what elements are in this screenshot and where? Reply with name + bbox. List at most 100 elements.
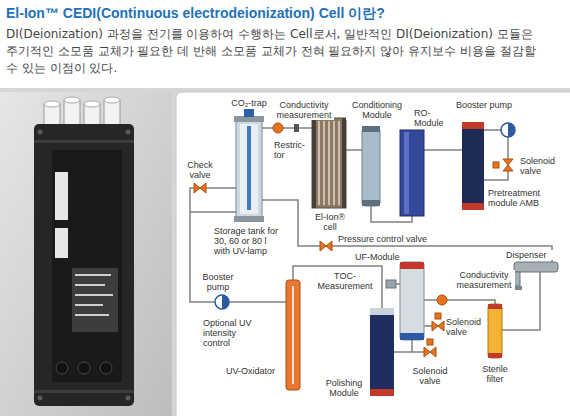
pipe — [293, 266, 382, 308]
cell-plate — [318, 121, 320, 205]
diagram-panel — [176, 92, 570, 416]
page-title: El-Ion™ CEDI(Continuous electrodeionizat… — [6, 5, 385, 23]
fitting — [64, 100, 80, 128]
plate-line — [75, 274, 111, 276]
part-label: Storage tank for 30, 60 or 80 l with UV-… — [214, 226, 284, 256]
restrictor-symbol — [294, 124, 299, 132]
pipe — [346, 149, 362, 151]
fitting-top — [44, 101, 60, 107]
part-label: Pretreatment module AMB — [488, 188, 552, 208]
part-label: UF-Module — [355, 252, 400, 262]
filter-cap — [488, 353, 502, 358]
module-cap — [362, 126, 380, 132]
pipe — [424, 149, 462, 151]
pump-symbol-fill — [222, 295, 229, 309]
port-knob — [78, 362, 90, 374]
part-label: Polishing Module — [320, 378, 368, 398]
dispenser-body — [514, 262, 558, 272]
solenoid-valve-symbol — [503, 159, 513, 171]
pretreatment-module — [462, 122, 484, 210]
part-label: Booster pump — [456, 100, 526, 110]
ro-module — [400, 130, 424, 216]
pressure-valve-symbol — [320, 241, 332, 251]
pump-symbol — [501, 123, 515, 137]
part-label: Check valve — [178, 160, 222, 180]
cell-plate — [323, 121, 325, 205]
module-band — [462, 203, 484, 210]
module-band — [400, 262, 424, 269]
storage-tank — [236, 118, 262, 220]
cell-plate — [328, 121, 330, 205]
pipe — [396, 283, 400, 285]
uf-module — [400, 262, 424, 340]
end-plate — [342, 118, 346, 208]
body-rib — [34, 140, 134, 143]
pipe — [412, 351, 424, 353]
module-cap — [370, 308, 394, 315]
fitting-top — [84, 101, 100, 107]
plate-line — [75, 294, 113, 296]
part-label: El-Ion® cell — [310, 212, 350, 232]
pump-symbol — [215, 295, 229, 309]
part-label: Solenoid valve — [410, 366, 450, 386]
uv-lamp — [292, 286, 294, 384]
plate-line — [75, 304, 103, 306]
pipe — [206, 187, 236, 189]
fitting — [104, 100, 120, 128]
plate-line — [75, 314, 109, 316]
part-label: Optional UV intensity control — [203, 318, 259, 348]
solenoid-valve-symbol — [424, 347, 436, 357]
part-label: CO₂-trap — [226, 98, 272, 108]
part-label: Pressure control valve — [338, 234, 438, 244]
filter-cap — [488, 304, 502, 309]
conductivity-sensor — [273, 123, 283, 133]
part-label: Restric-tor — [274, 140, 310, 160]
part-label: Solenoid valve — [520, 156, 560, 176]
bolt — [126, 396, 131, 401]
polishing-module — [370, 308, 394, 396]
pipe — [507, 137, 509, 159]
module-cap — [362, 200, 380, 206]
sterile-filter — [488, 304, 502, 358]
check-valve-symbol — [194, 183, 206, 193]
bolt — [126, 130, 131, 135]
pipe — [262, 127, 273, 129]
uv-lamp — [247, 126, 251, 210]
pipe — [484, 171, 508, 180]
module-band — [370, 389, 394, 396]
plate-line — [75, 284, 105, 286]
part-label: Conductivity measurement — [274, 100, 334, 120]
conditioning-module — [362, 128, 380, 206]
uv-oxidator — [286, 280, 300, 390]
tank-glass — [240, 124, 258, 214]
co2-trap — [244, 109, 254, 117]
type-plate — [72, 268, 118, 332]
front-plate — [52, 150, 122, 382]
pipe — [229, 301, 286, 303]
fitting-top — [64, 97, 80, 103]
part-label: TOC-Measurement — [314, 271, 376, 291]
fitting-top — [104, 97, 120, 103]
valve-actuator — [493, 162, 499, 168]
module-band — [400, 333, 424, 340]
conductivity-sensor — [437, 295, 447, 305]
bolt — [38, 396, 43, 401]
solenoid-valve-symbol — [432, 321, 444, 331]
photo-ground — [0, 92, 172, 416]
pump-symbol-fill — [508, 123, 515, 137]
cell-body — [34, 124, 134, 406]
part-label: Sterile filter — [475, 364, 515, 384]
valve-actuator — [427, 339, 433, 345]
part-label: RO-Module — [414, 108, 448, 128]
sticker — [55, 228, 68, 258]
toc-sensor — [386, 280, 396, 288]
cedi-cell — [312, 118, 346, 208]
part-label: UV-Oxidator — [226, 366, 284, 376]
port-knob — [56, 362, 68, 374]
pipe — [394, 340, 412, 352]
ro-highlight — [404, 132, 409, 214]
pipe — [424, 325, 432, 327]
port-knob — [100, 362, 112, 374]
end-plate — [312, 118, 316, 208]
